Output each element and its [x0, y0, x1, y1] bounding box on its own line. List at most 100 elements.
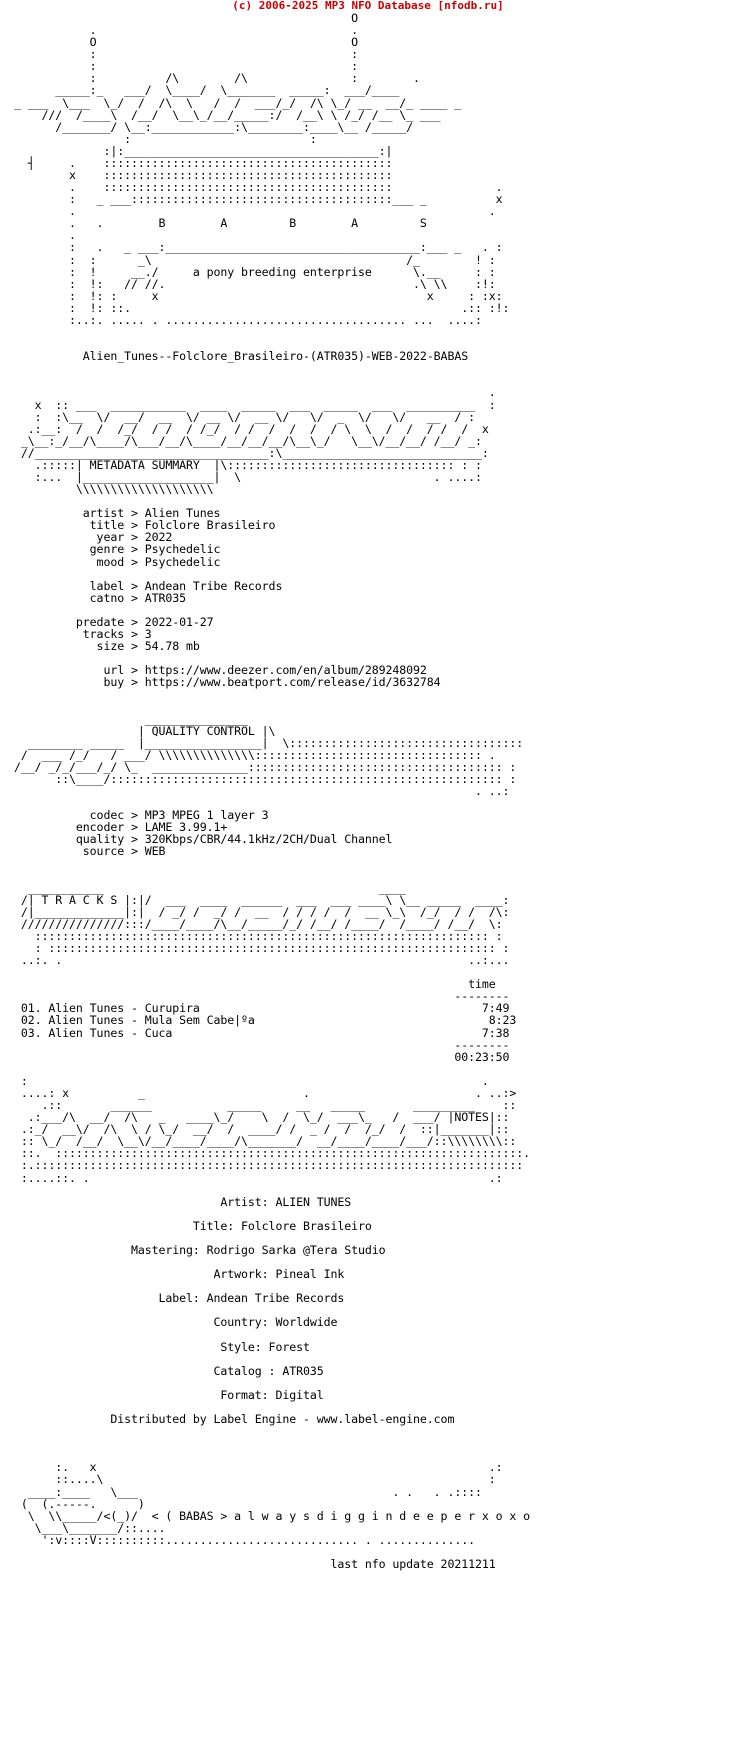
nfo-line: ________ _____ |_________________| \::::…: [14, 735, 524, 750]
nfo-line: .:: ______ _____ __ _____ _________ ::: [14, 1098, 517, 1113]
nfo-line: /__/ _/_/___/_/ \_ ______________:::::::…: [14, 759, 517, 774]
nfo-line: ::\____/::::::::::::::::::::::::::::::::…: [14, 771, 517, 786]
nfo-line: \ \\_____/<(_)/ < ( BABAS > a l w a y s …: [14, 1508, 531, 1523]
nfo-line: ::::::::::::::::::::::::::::::::::::::::…: [14, 928, 503, 943]
nfo-line: .:___/\ __/ /\ _ ____\_/ \ / \_/ ___\_ /…: [14, 1110, 510, 1125]
nfo-line: _\__:_/__/\____/\___/__/\____/__/__/__/\…: [14, 433, 482, 448]
nfo-line: [14, 1208, 530, 1220]
nfo-line: .:_/ __\/ /\ \ / \_/ __/ / ____/ / _ / /…: [14, 1122, 510, 1137]
nfo-line: ::. ::::::::::::::::::::::::::::::::::::…: [14, 1146, 531, 1161]
nfo-line: _______________: [14, 711, 248, 726]
nfo-line: \\\\\\\\\\\\\\\\\\\\: [14, 482, 214, 497]
nfo-line: tracks > 3: [14, 626, 152, 641]
nfo-line: ___________ ____: [14, 880, 407, 895]
nfo-line: 03. Alien Tunes - Cuca 7:38: [14, 1025, 510, 1040]
nfo-line: Artwork: Pineal Ink: [14, 1267, 345, 1282]
nfo-line: codec > MP3 MPEG 1 layer 3: [14, 808, 269, 823]
nfo-line: : : _\ /_ ! :: [14, 252, 496, 267]
nfo-line: : !: // //. .\ \\ :!:: [14, 276, 496, 291]
nfo-line: . .: [14, 204, 496, 219]
nfo-line: Title: Folclore Brasileiro: [14, 1218, 372, 1233]
nfo-line: /| T R A C K S |:|/ ___ ____ ______ ___ …: [14, 892, 510, 907]
nfo-line: /// /____\ /__/ \__\_/__/_____:/ /__\ \ …: [14, 107, 441, 122]
nfo-line: :....::. . .:: [14, 1170, 503, 1185]
nfo-line: Country: Worldwide: [14, 1315, 338, 1330]
nfo-line: .:__: / / /_/ / / / /_/ / / / / / / \ \ …: [14, 421, 489, 436]
nfo-line: ____:____ \___ . . . .::::: [14, 1484, 482, 1499]
nfo-line: --------: [14, 1037, 510, 1052]
nfo-line: _ ___ \___ \_/ / /\ \ / / ___/_/ /\ \_/ …: [14, 95, 462, 110]
nfo-line: Label: Andean Tribe Records: [14, 1291, 345, 1306]
nfo-line: ':v::::V::::::::::......................…: [14, 1532, 476, 1547]
nfo-line: quality > 320Kbps/CBR/44.1kHz/2CH/Dual C…: [14, 832, 393, 847]
nfo-line: :.::::::::::::::::::::::::::::::::::::::…: [14, 1158, 524, 1173]
nfo-line: Mastering: Rodrigo Sarka @Tera Studio: [14, 1242, 386, 1257]
nfo-line: [14, 870, 530, 882]
nfo-line: : _ ___:::::::::::::::::::::::::::::::::…: [14, 192, 503, 207]
nfo-line: [14, 362, 530, 374]
nfo-line: buy > https://www.beatport.com/release/i…: [14, 675, 441, 690]
nfo-line: time: [14, 977, 496, 992]
nfo-line: /_______/ \__:____________:\________:___…: [14, 119, 414, 134]
nfo-line: predate > 2022-01-27: [14, 614, 214, 629]
nfo-line: Catalog : ATR035: [14, 1363, 324, 1378]
nfo-line: encoder > LAME 3.99.1+: [14, 820, 228, 835]
nfo-line: [14, 1184, 530, 1196]
nfo-line: ( (.-----. ): [14, 1496, 145, 1511]
nfo-line: : ! __./ a pony breeding enterprise \.__…: [14, 264, 496, 279]
nfodb-header: (c) 2006-2025 MP3 NFO Database [nfodb.ru…: [232, 0, 504, 12]
nfo-line: [14, 700, 530, 712]
nfo-line: . .: [14, 23, 359, 38]
nfo-line: last nfo update 20211211: [14, 1557, 496, 1571]
nfo-line: : :: [14, 131, 317, 146]
nfo-line: :. x .:: [14, 1460, 503, 1475]
nfo-line: : :: [14, 47, 359, 62]
nfo-line: Artist: ALIEN TUNES: [14, 1194, 352, 1209]
nfo-line: [14, 568, 530, 580]
nfo-line: O O: [14, 35, 359, 50]
nfo-line: :..:. ..... . ..........................…: [14, 312, 482, 327]
nfo-line: title > Folclore Brasileiro: [14, 518, 276, 533]
nfo-line: .: [14, 228, 76, 243]
nfo-line: : ::::::::::::::::::::::::::::::::::::::…: [14, 941, 510, 956]
nfo-line: source > WEB: [14, 844, 166, 859]
nfo-line: : /\ /\ : .: [14, 71, 420, 86]
nfo-line: label > Andean Tribe Records: [14, 578, 283, 593]
nfo-line: x ::::::::::::::::::::::::::::::::::::::…: [14, 168, 393, 183]
nfo-line: //__________________________________:\__…: [14, 445, 489, 460]
nfo-line: x :: ___ ___________ ____ _____ ___ ____…: [14, 397, 496, 412]
nfo-line: : :\__ \/ __/ __ \/ __ \/ __ \/ \/ _ \/ …: [14, 409, 475, 424]
nfo-line: | QUALITY CONTROL |\: [14, 723, 276, 738]
nfo-line: ..:. . ..:...: [14, 953, 510, 968]
nfo-line: [14, 1329, 530, 1341]
nfo-line: 02. Alien Tunes - Mula Sem Cabe|ºa 8:23: [14, 1013, 517, 1028]
nfo-line: :... |___________________| \ . ....:: [14, 469, 482, 484]
nfo-line: --------: [14, 989, 510, 1004]
nfo-line: [14, 1425, 530, 1437]
nfo-line: 00:23:50: [14, 1049, 510, 1064]
nfo-line: catno > ATR035: [14, 590, 187, 605]
nfo-line: . . B A B A S: [14, 216, 427, 231]
nfo-line: Alien_Tunes--Folclore_Brasileiro-(ATR035…: [14, 349, 469, 364]
nfo-line: year > 2022: [14, 530, 173, 545]
nfo-line: : . _ ___:______________________________…: [14, 240, 503, 255]
nfo-line: [14, 857, 530, 869]
nfo-line: mood > Psychedelic: [14, 554, 221, 569]
nfo-line: .:::::| METADATA SUMMARY |\:::::::::::::…: [14, 457, 482, 472]
nfo-line: /|_____________|:| / _/ / _/ / __ / / / …: [14, 904, 510, 919]
nfo-line: :: \_/ /__/ \__\/__/____/____/\_______/ …: [14, 1134, 517, 1149]
nfo-line: artist > Alien Tunes: [14, 506, 221, 521]
nfo-line: .: [14, 385, 496, 400]
nfo-line: : !: ::. .:: :!:: [14, 300, 510, 315]
nfo-line: : :: [14, 59, 359, 74]
nfo-line: genre > Psychedelic: [14, 542, 221, 557]
nfo-line: . ..:: [14, 784, 510, 798]
nfo-line: . ::::::::::::::::::::::::::::::::::::::…: [14, 180, 503, 195]
nfo-line: ::....\ :: [14, 1472, 496, 1487]
nfo-line: size > 54.78 mb: [14, 639, 200, 654]
nfo-line: / ___ /_/ / ___/ \\\\\\\\\\\\\\:::::::::…: [14, 747, 496, 762]
nfo-line: [14, 1437, 530, 1449]
nfo-line: :|:_____________________________________…: [14, 143, 393, 158]
nfo-line: Style: Forest: [14, 1339, 310, 1354]
